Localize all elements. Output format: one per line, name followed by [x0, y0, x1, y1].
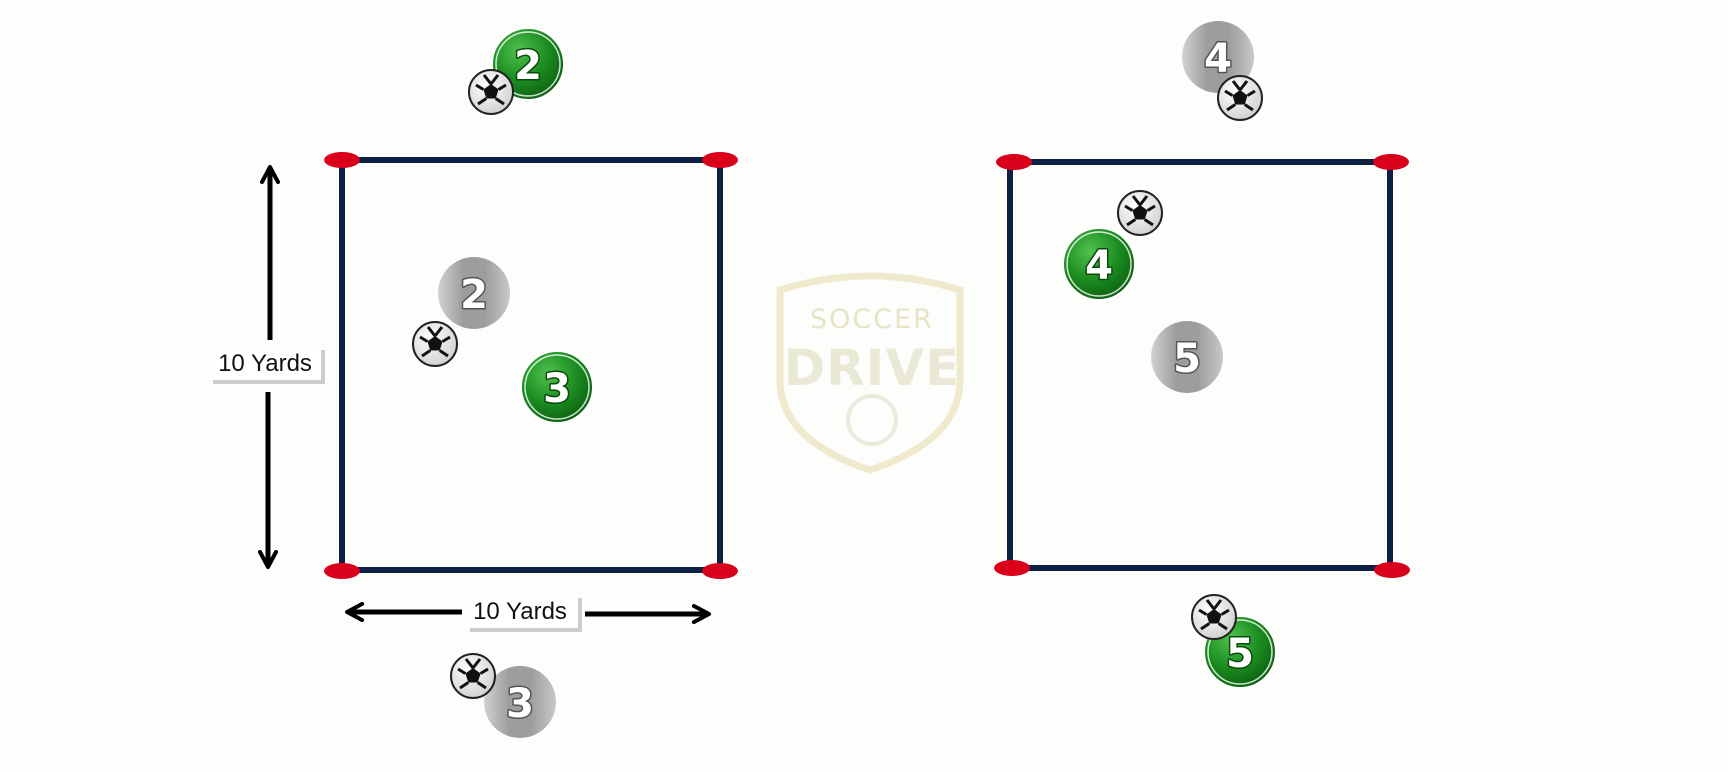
- soccer-ball-icon: [412, 321, 458, 367]
- vertical-dimension: 10 Yards: [209, 165, 325, 569]
- player-number: 4: [1204, 36, 1232, 82]
- player-gray-3: 3: [484, 666, 556, 738]
- vertical-dimension-label: 10 Yards: [218, 350, 312, 377]
- cone-marker-icon: [1374, 562, 1410, 578]
- horizontal-label-box: [466, 594, 578, 628]
- cone-marker-icon: [996, 154, 1032, 170]
- balls: [412, 69, 1263, 699]
- watermark-ball-icon: [846, 394, 898, 446]
- player-gray-4: 4: [1182, 21, 1254, 93]
- player-green-2: 2: [491, 27, 565, 101]
- horizontal-dimension-label: 10 Yards: [473, 598, 567, 625]
- player-number: 2: [514, 43, 542, 89]
- player-gray-2: 2: [438, 257, 510, 329]
- right-grid: [994, 154, 1410, 578]
- soccer-ball-icon: [468, 69, 514, 115]
- player-number: 5: [1173, 336, 1201, 382]
- left-grid: [324, 152, 738, 579]
- watermark-shield-icon: [776, 272, 964, 474]
- cone-marker-icon: [324, 152, 360, 168]
- watermark-line2: DRIVE: [784, 339, 960, 397]
- cone-marker-icon: [994, 560, 1030, 576]
- horizontal-dimension: 10 Yards: [345, 594, 711, 632]
- soccer-drive-watermark: SOCCER DRIVE: [776, 272, 964, 474]
- players: 2 2 3 3 4 4 5: [438, 21, 1277, 738]
- cone-marker-icon: [1373, 154, 1409, 170]
- soccer-ball-icon: [450, 653, 496, 699]
- player-number: 3: [506, 681, 534, 727]
- watermark-line1: SOCCER: [810, 304, 934, 335]
- soccer-ball-icon: [1217, 75, 1263, 121]
- soccer-ball-icon: [1117, 190, 1163, 236]
- cone-marker-icon: [702, 152, 738, 168]
- vertical-label-box: [209, 346, 321, 380]
- soccer-ball-icon: [1191, 594, 1237, 640]
- player-number: 4: [1085, 243, 1113, 289]
- player-gray-5: 5: [1151, 321, 1223, 393]
- cone-marker-icon: [702, 563, 738, 579]
- player-number: 2: [460, 272, 488, 318]
- player-green-4: 4: [1062, 227, 1136, 301]
- player-number: 3: [543, 366, 571, 412]
- right-grid-square: [1007, 159, 1393, 571]
- player-green-3: 3: [520, 350, 594, 424]
- player-number: 5: [1226, 631, 1254, 677]
- cone-marker-icon: [324, 563, 360, 579]
- left-grid-square: [339, 157, 723, 573]
